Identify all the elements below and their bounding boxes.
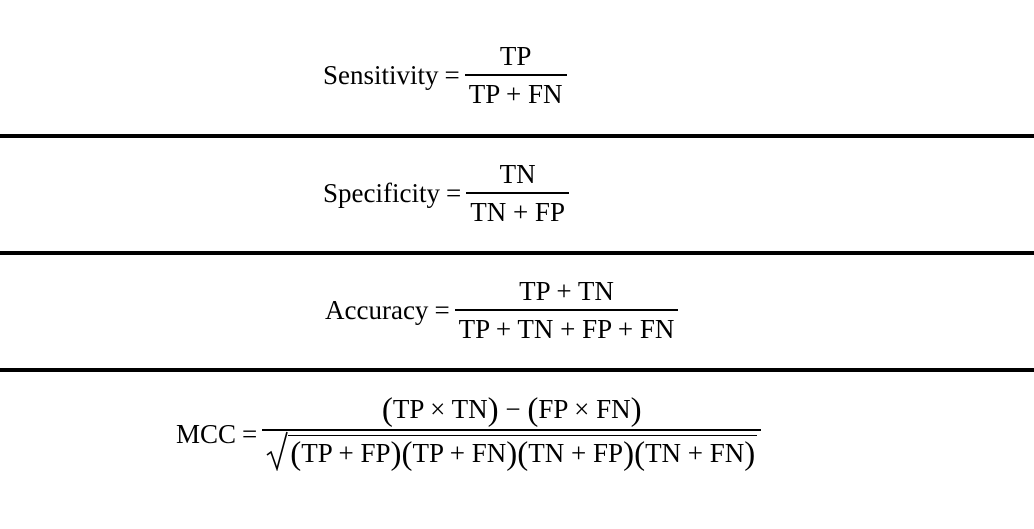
open-paren: ( (527, 392, 539, 428)
open-paren: ( (401, 435, 413, 472)
mcc-fraction: (TP × TN) − (FP × FN) (TP + FP)(TP + FN)… (262, 394, 762, 476)
divider-line-3 (0, 368, 1034, 372)
radical-sign-icon (266, 431, 289, 471)
mcc-numerator-term-2: FP × FN (538, 394, 631, 424)
equals-sign: = (444, 59, 460, 90)
fraction-bar (466, 192, 569, 194)
mcc-denominator: (TP + FP)(TP + FN)(TN + FP)(TN + FN) (262, 431, 761, 476)
square-root: (TP + FP)(TP + FN)(TN + FP)(TN + FN) (266, 431, 758, 472)
specificity-formula: Specificity = TN TN + FP (323, 161, 569, 226)
mcc-numerator: (TP × TN) − (FP × FN) (378, 394, 646, 429)
open-paren: ( (381, 392, 393, 428)
open-paren: ( (634, 435, 646, 472)
equals-sign: = (242, 419, 258, 450)
close-paren: ) (506, 435, 518, 472)
sensitivity-formula: Sensitivity = TP TP + FN (323, 43, 567, 108)
divider-line-1 (0, 134, 1034, 138)
radicand: (TP + FP)(TP + FN)(TN + FP)(TN + FN) (288, 434, 758, 472)
mcc-label: MCC (176, 419, 237, 450)
denominator-factor-4: TN + FN (645, 437, 745, 468)
mcc-formula: MCC = (TP × TN) − (FP × FN) (TP + FP)(TP… (176, 394, 762, 476)
equals-sign: = (445, 177, 462, 208)
specificity-label: Specificity (323, 177, 440, 208)
specificity-fraction: TN TN + FP (466, 161, 569, 226)
close-paren: ) (630, 392, 642, 428)
sensitivity-denominator: TP + FN (468, 78, 563, 109)
denominator-factor-2: TP + FN (412, 437, 507, 468)
close-paren: ) (487, 392, 499, 428)
minus-sign: − (498, 394, 528, 424)
specificity-denominator: TN + FP (470, 196, 565, 227)
sensitivity-label: Sensitivity (323, 59, 439, 90)
specificity-numerator: TN (499, 159, 536, 189)
fraction-bar (464, 74, 567, 76)
fraction-bar (454, 309, 679, 311)
divider-line-2 (0, 251, 1034, 255)
accuracy-numerator: TP + TN (519, 276, 614, 306)
accuracy-fraction: TP + TN TP + TN + FP + FN (454, 276, 679, 344)
mcc-numerator-term-1: TP × TN (392, 394, 488, 424)
fraction-bar (262, 429, 762, 431)
open-paren: ( (290, 435, 302, 472)
sensitivity-numerator: TP (499, 41, 532, 71)
denominator-factor-1: TP + FP (301, 437, 391, 468)
denominator-factor-3: TN + FP (528, 437, 624, 468)
sensitivity-fraction: TP TP + FN (464, 41, 567, 109)
close-paren: ) (390, 435, 402, 472)
accuracy-denominator: TP + TN + FP + FN (458, 313, 675, 344)
accuracy-label: Accuracy (325, 294, 429, 325)
open-paren: ( (517, 435, 529, 472)
close-paren: ) (623, 435, 635, 472)
equals-sign: = (434, 294, 450, 325)
close-paren: ) (744, 435, 756, 472)
accuracy-formula: Accuracy = TP + TN TP + TN + FP + FN (325, 276, 679, 344)
